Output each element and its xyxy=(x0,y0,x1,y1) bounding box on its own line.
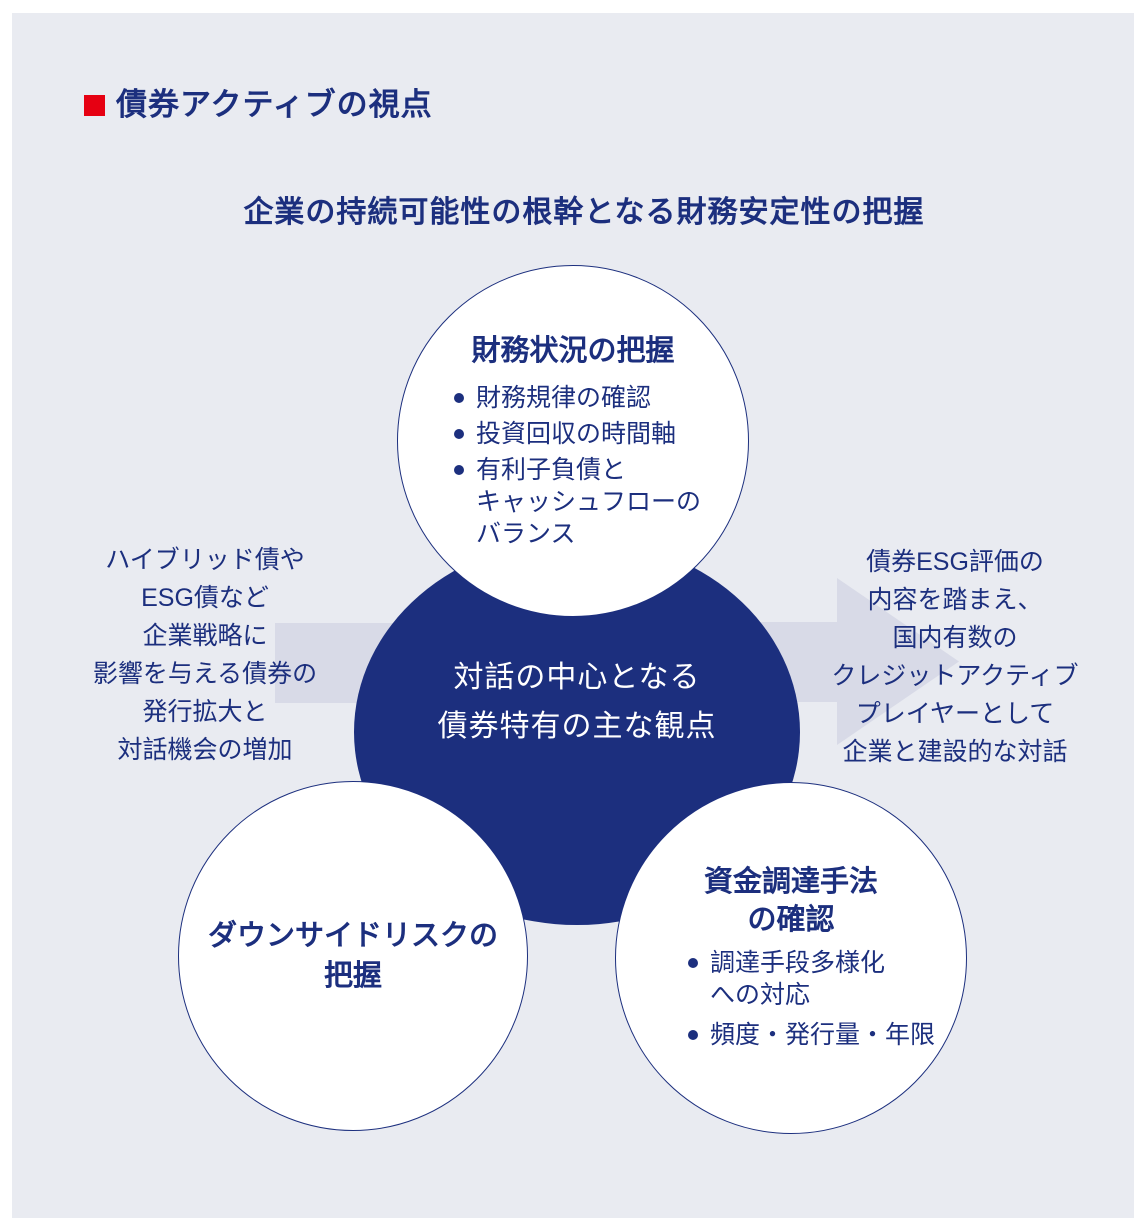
bullet-icon xyxy=(454,429,464,439)
bullet-icon xyxy=(454,465,464,475)
list-item: 財務規律の確認 xyxy=(454,382,701,414)
bullet-text: 調達手段多様化 への対応 xyxy=(710,949,886,1009)
bottom-left-circle-title: ダウンサイドリスクの 把握 xyxy=(207,920,498,992)
bottom-right-circle-funding-methods: 資金調達手法 の確認 調達手段多様化 への対応 頻度・発行量・年限 xyxy=(615,782,967,1134)
top-circle-title: 財務状況の把握 xyxy=(471,335,675,367)
section-title: 債券アクティブの視点 xyxy=(116,87,433,122)
bullet-icon xyxy=(454,393,464,403)
top-circle-financial-status: 財務状況の把握 財務規律の確認 投資回収の時間軸 有利子負債と キャッシュフロー… xyxy=(397,265,749,617)
center-circle-text: 対話の中心となる 債券特有の主な観点 xyxy=(437,661,717,743)
top-circle-bullet-list: 財務規律の確認 投資回収の時間軸 有利子負債と キャッシュフローの バランス xyxy=(454,382,701,554)
left-annotation: ハイブリッド債や ESG債など 企業戦略に 影響を与える債券の 発行拡大と 対話… xyxy=(92,546,318,764)
bullet-icon xyxy=(688,958,698,968)
bullet-icon xyxy=(688,1030,698,1040)
bullet-text: 投資回収の時間軸 xyxy=(476,420,677,448)
bottom-right-circle-bullet-list: 調達手段多様化 への対応 頻度・発行量・年限 xyxy=(688,947,935,1059)
list-item: 投資回収の時間軸 xyxy=(454,418,701,450)
list-item: 頻度・発行量・年限 xyxy=(688,1019,935,1051)
diagram-subtitle: 企業の持続可能性の根幹となる財務安定性の把握 xyxy=(243,196,925,229)
bullet-text: 頻度・発行量・年限 xyxy=(710,1021,936,1049)
bottom-left-circle-downside-risk: ダウンサイドリスクの 把握 xyxy=(178,781,528,1131)
bullet-text: 財務規律の確認 xyxy=(476,384,652,412)
section-heading: 債券アクティブの視点 xyxy=(84,88,433,122)
list-item: 有利子負債と キャッシュフローの バランス xyxy=(454,454,701,550)
right-annotation: 債券ESG評価の 内容を踏まえ、 国内有数の クレジットアクティブ プレイヤーと… xyxy=(831,548,1079,766)
bottom-right-circle-title: 資金調達手法 の確認 xyxy=(703,866,878,936)
red-square-icon xyxy=(84,94,105,116)
bullet-text: 有利子負債と キャッシュフローの バランス xyxy=(476,456,702,548)
list-item: 調達手段多様化 への対応 xyxy=(688,947,935,1011)
